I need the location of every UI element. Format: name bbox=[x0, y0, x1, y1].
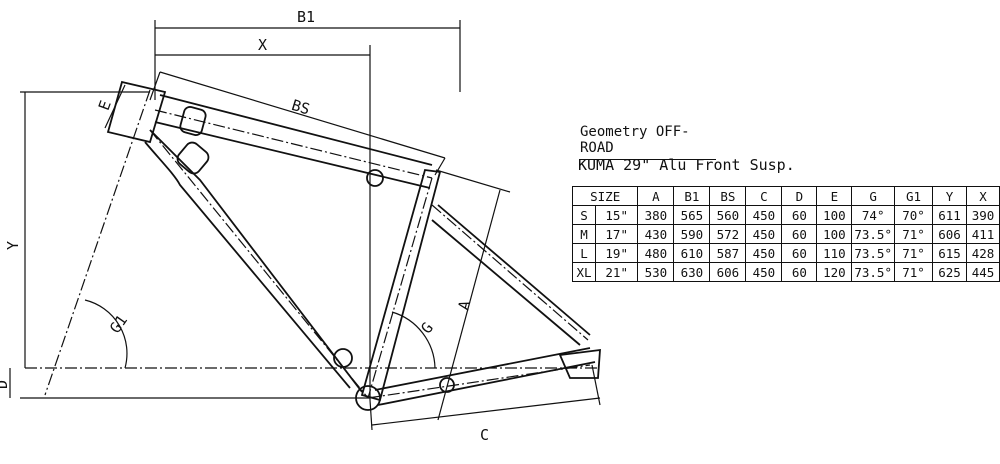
table-cell: 450 bbox=[745, 205, 783, 225]
label-d: D bbox=[0, 380, 11, 389]
table-cell: 380 bbox=[637, 205, 675, 225]
label-y: Y bbox=[4, 241, 22, 250]
header-g1: G1 bbox=[894, 186, 933, 206]
table-cell: 120 bbox=[816, 262, 853, 282]
table-cell: 587 bbox=[709, 243, 747, 263]
header-d: D bbox=[781, 186, 818, 206]
table-cell: 630 bbox=[673, 262, 711, 282]
table-cell: 100 bbox=[816, 205, 853, 225]
bs-dimension-line bbox=[159, 71, 446, 159]
table-cell: 430 bbox=[637, 224, 675, 244]
header-y: Y bbox=[932, 186, 967, 206]
head-tube bbox=[106, 80, 167, 144]
table-cell: 390 bbox=[966, 205, 1000, 225]
table-cell: 60 bbox=[781, 243, 818, 263]
table-cell: 70° bbox=[894, 205, 933, 225]
table-cell: 60 bbox=[781, 224, 818, 244]
table-cell: 60 bbox=[781, 262, 818, 282]
table-cell: 110 bbox=[816, 243, 853, 263]
table-cell: 17" bbox=[594, 224, 639, 244]
table-cell: 625 bbox=[932, 262, 967, 282]
table-cell: 73.5° bbox=[851, 262, 895, 282]
table-cell: 590 bbox=[673, 224, 711, 244]
bottom-bracket bbox=[355, 385, 381, 411]
table-cell: M bbox=[572, 224, 596, 244]
table-cell: 560 bbox=[709, 205, 747, 225]
table-cell: 71° bbox=[894, 243, 933, 263]
label-c: C bbox=[480, 426, 489, 444]
label-g1: G1 bbox=[106, 312, 131, 337]
table-cell: 606 bbox=[709, 262, 747, 282]
down-tube bbox=[144, 129, 363, 393]
table-cell: 74° bbox=[851, 205, 895, 225]
table-cell: 615 bbox=[932, 243, 967, 263]
table-cell: 71° bbox=[894, 262, 933, 282]
table-cell: 530 bbox=[637, 262, 675, 282]
header-bs: BS bbox=[709, 186, 747, 206]
table-cell: 450 bbox=[745, 262, 783, 282]
label-e: E bbox=[95, 98, 115, 113]
table-header-row: SIZE A B1 BS C D E G G1 Y X bbox=[571, 186, 1000, 206]
seat-stay bbox=[431, 204, 591, 346]
header-e: E bbox=[816, 186, 853, 206]
header-c: C bbox=[745, 186, 783, 206]
table-cell: 428 bbox=[966, 243, 1000, 263]
label-bs: BS bbox=[289, 96, 312, 118]
g-angle-arc bbox=[391, 311, 436, 369]
table-cell: 60 bbox=[781, 205, 818, 225]
table-cell: 565 bbox=[673, 205, 711, 225]
a-dimension-line bbox=[437, 189, 501, 421]
table-cell: 73.5° bbox=[851, 224, 895, 244]
table-cell: 19" bbox=[594, 243, 639, 263]
table-cell: 21" bbox=[594, 262, 639, 282]
header-b1: B1 bbox=[673, 186, 711, 206]
label-a: A bbox=[454, 299, 474, 312]
label-b1: B1 bbox=[297, 8, 315, 26]
table-cell: 411 bbox=[966, 224, 1000, 244]
label-g: G bbox=[417, 319, 437, 337]
c-dimension-line bbox=[371, 397, 601, 426]
chainstay bbox=[374, 347, 596, 406]
table-cell: 480 bbox=[637, 243, 675, 263]
geometry-heading: Geometry OFF-ROAD bbox=[580, 124, 716, 160]
header-a: A bbox=[637, 186, 675, 206]
table-cell: 606 bbox=[932, 224, 967, 244]
table-cell: 445 bbox=[966, 262, 1000, 282]
table-cell: 572 bbox=[709, 224, 747, 244]
table-cell: S bbox=[572, 205, 596, 225]
table-cell: XL bbox=[572, 262, 596, 282]
dropout bbox=[558, 348, 601, 379]
table-cell: 15" bbox=[594, 205, 639, 225]
table-cell: 71° bbox=[894, 224, 933, 244]
header-g: G bbox=[851, 186, 895, 206]
header-x: X bbox=[966, 186, 1000, 206]
table-cell: 610 bbox=[673, 243, 711, 263]
label-x: X bbox=[258, 36, 267, 54]
table-cell: 450 bbox=[745, 243, 783, 263]
table-cell: 611 bbox=[932, 205, 967, 225]
table-cell: 100 bbox=[816, 224, 853, 244]
header-size: SIZE bbox=[571, 186, 639, 206]
model-name: KUMA 29" Alu Front Susp. bbox=[578, 156, 795, 174]
table-cell: L bbox=[572, 243, 596, 263]
g1-angle-arc bbox=[84, 299, 128, 369]
table-cell: 450 bbox=[745, 224, 783, 244]
table-cell: 73.5° bbox=[851, 243, 895, 263]
